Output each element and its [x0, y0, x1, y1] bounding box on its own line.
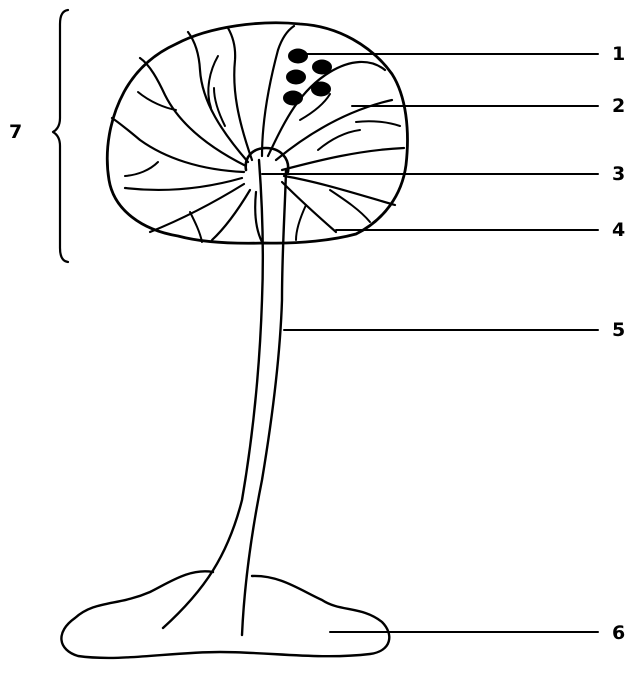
cap	[107, 23, 407, 243]
cysts	[283, 49, 332, 106]
label-6: 6	[612, 622, 625, 644]
labels: 1 2 3 4 5 6 7	[9, 43, 625, 644]
cap-veins	[112, 26, 404, 242]
label-5: 5	[612, 319, 625, 341]
cap-bracket	[53, 10, 68, 262]
label-2: 2	[612, 95, 625, 117]
foot	[61, 571, 389, 658]
label-3: 3	[612, 163, 625, 185]
stalk	[163, 160, 286, 635]
label-4: 4	[612, 219, 625, 241]
leader-lines	[262, 54, 598, 632]
label-7: 7	[9, 121, 22, 143]
label-1: 1	[612, 43, 625, 65]
